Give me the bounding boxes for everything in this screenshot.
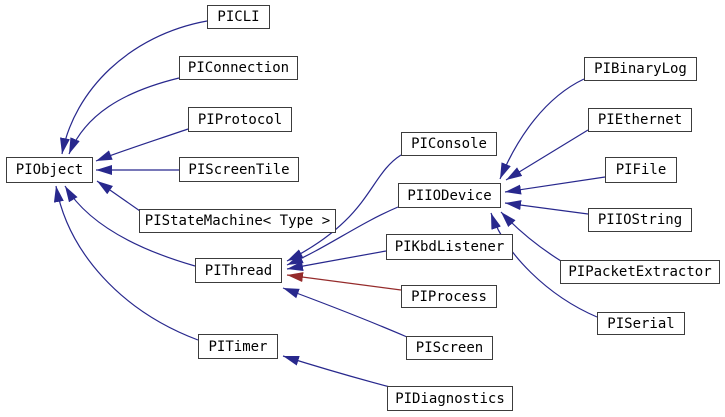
- edge-pistatemachine-to-piobject: [96, 180, 141, 212]
- node-pikbdlistener[interactable]: PIKbdListener: [386, 234, 513, 260]
- node-piprotocol[interactable]: PIProtocol: [188, 107, 292, 132]
- node-pifile[interactable]: PIFile: [605, 157, 677, 183]
- edge-piconnection-to-piobject: [68, 77, 180, 155]
- edge-pipacketextractor-to-piiodevice: [500, 211, 562, 262]
- node-piscreentile[interactable]: PIScreenTile: [179, 157, 299, 182]
- node-piiodevice[interactable]: PIIODevice: [398, 183, 501, 208]
- node-pipacketextractor[interactable]: PIPacketExtractor: [560, 260, 720, 284]
- node-pibinarylog[interactable]: PIBinaryLog: [584, 57, 697, 81]
- edge-piiodevice-to-pithread: [286, 206, 399, 266]
- edge-piserial-to-piiodevice: [490, 212, 598, 318]
- edge-picli-to-piobject: [60, 20, 208, 155]
- edge-pikbdlistener-to-pithread: [286, 250, 387, 272]
- node-piserial[interactable]: PISerial: [597, 312, 685, 335]
- node-pidiagnostics[interactable]: PIDiagnostics: [387, 386, 513, 411]
- node-piethernet[interactable]: PIEthernet: [588, 108, 692, 132]
- edge-piconsole-to-pithread: [286, 154, 402, 262]
- node-picli[interactable]: PICLI: [207, 5, 270, 29]
- edge-pithread-to-piobject: [64, 185, 196, 267]
- edge-piethernet-to-piiodevice: [505, 129, 589, 181]
- node-pistatemachine[interactable]: PIStateMachine< Type >: [139, 209, 336, 233]
- edge-piprocess-to-pithread: [286, 272, 402, 291]
- node-piconnection[interactable]: PIConnection: [179, 56, 298, 80]
- node-pitimer[interactable]: PITimer: [198, 334, 278, 359]
- edge-piiostring-to-piiodevice: [504, 200, 589, 215]
- node-piconsole[interactable]: PIConsole: [401, 132, 497, 156]
- node-piiostring[interactable]: PIIOString: [588, 208, 692, 232]
- edge-pidiagnostics-to-pitimer: [282, 355, 391, 388]
- node-pithread[interactable]: PIThread: [195, 258, 282, 283]
- edge-pitimer-to-piobject: [53, 185, 199, 341]
- node-piprocess[interactable]: PIProcess: [401, 285, 497, 308]
- edge-pibinarylog-to-piiodevice: [499, 78, 585, 180]
- edge-pifile-to-piiodevice: [504, 176, 606, 195]
- edge-piprotocol-to-piobject: [95, 128, 189, 162]
- node-piscreen[interactable]: PIScreen: [406, 336, 493, 360]
- edge-piscreen-to-pithread: [282, 287, 408, 338]
- node-piobject[interactable]: PIObject: [6, 157, 93, 183]
